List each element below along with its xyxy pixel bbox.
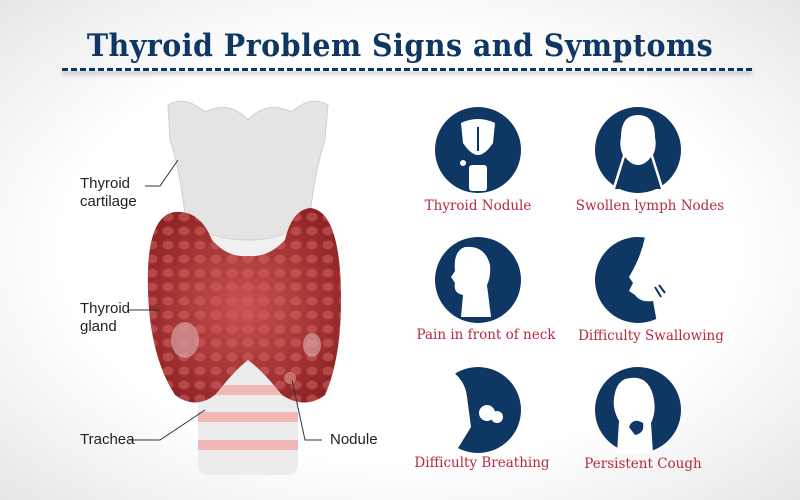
nodule-left: [171, 322, 199, 358]
leader-lines: [128, 159, 322, 441]
thyroid-gland-label: Thyroid gland: [80, 300, 130, 336]
title-underline: [62, 68, 752, 71]
swallowing-icon: [595, 237, 681, 323]
label-line: Thyroid: [80, 300, 131, 317]
nodule-right: [303, 333, 321, 357]
label-line: gland: [80, 318, 117, 335]
trachea-label: Trachea: [80, 431, 135, 448]
label-line: cartilage: [80, 193, 137, 210]
nodule-label: Nodule: [330, 431, 378, 448]
breathing-icon: [435, 367, 521, 453]
neck-pain-icon: [435, 237, 521, 323]
thyroid-cartilage-label: Thyroid cartilage: [80, 175, 137, 211]
symptom-label-thyroid-nodule: Thyroid Nodule: [424, 198, 532, 214]
symptom-label-neck-pain: Pain in front of neck: [416, 327, 556, 343]
symptom-label-breathing: Difficulty Breathing: [414, 455, 550, 471]
symptom-label-cough: Persistent Cough: [584, 456, 702, 472]
label-line: Thyroid: [80, 175, 131, 192]
symptom-label-swollen-lymph-nodes: Swollen lymph Nodes: [575, 198, 725, 214]
swollen-lymph-nodes-icon: [595, 107, 681, 193]
cough-icon: [595, 367, 681, 453]
page-title: Thyroid Problem Signs and Symptoms: [86, 28, 714, 64]
thyroid-nodule-icon: [435, 107, 521, 193]
symptom-label-swallowing: Difficulty Swallowing: [578, 328, 724, 344]
